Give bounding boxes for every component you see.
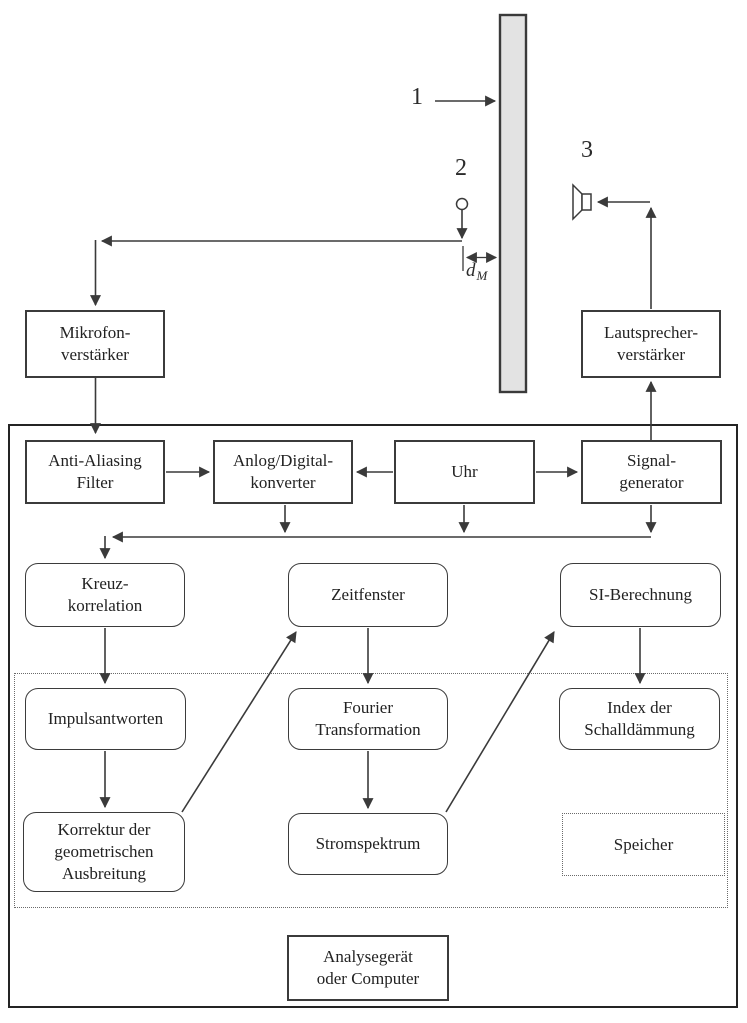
box-loudspeaker-amplifier: Lautsprecher- verstärker bbox=[581, 310, 721, 378]
box-ad-converter: Anlog/Digital- konverter bbox=[213, 440, 353, 504]
box-analyzer-computer: Analysegerät oder Computer bbox=[287, 935, 449, 1001]
label-mic-number: 2 bbox=[455, 155, 467, 181]
box-microphone-amplifier: Mikrofon- verstärker bbox=[25, 310, 165, 378]
wall-panel bbox=[498, 13, 528, 394]
microphone-icon bbox=[455, 197, 469, 240]
box-geometric-correction: Korrektur der geometrischen Ausbreitung bbox=[23, 812, 185, 892]
box-signal-generator: Signal- generator bbox=[581, 440, 722, 504]
loudspeaker-icon bbox=[572, 183, 592, 221]
loudspeaker-driver bbox=[581, 193, 592, 211]
box-impulse-responses: Impulsantworten bbox=[25, 688, 186, 750]
box-fourier-transformation: Fourier Transformation bbox=[288, 688, 448, 750]
loudspeaker-cone bbox=[572, 183, 583, 221]
box-clock: Uhr bbox=[394, 440, 535, 504]
distance-subscript: M bbox=[476, 268, 488, 283]
distance-symbol: d bbox=[466, 260, 476, 281]
box-storage: Speicher bbox=[562, 813, 725, 876]
label-speaker-number: 3 bbox=[581, 137, 593, 163]
box-power-spectrum: Stromspektrum bbox=[288, 813, 448, 875]
box-cross-correlation: Kreuz- korrelation bbox=[25, 563, 185, 627]
microphone-capsule bbox=[455, 197, 469, 211]
box-time-window: Zeitfenster bbox=[288, 563, 448, 627]
box-insulation-index: Index der Schalldämmung bbox=[559, 688, 720, 750]
box-anti-aliasing-filter: Anti-Aliasing Filter bbox=[25, 440, 165, 504]
box-si-calculation: SI-Berechnung bbox=[560, 563, 721, 627]
label-mic-distance: dM bbox=[466, 260, 487, 284]
label-wall-number: 1 bbox=[411, 84, 423, 110]
hardware-computer-container-box bbox=[8, 424, 738, 1008]
